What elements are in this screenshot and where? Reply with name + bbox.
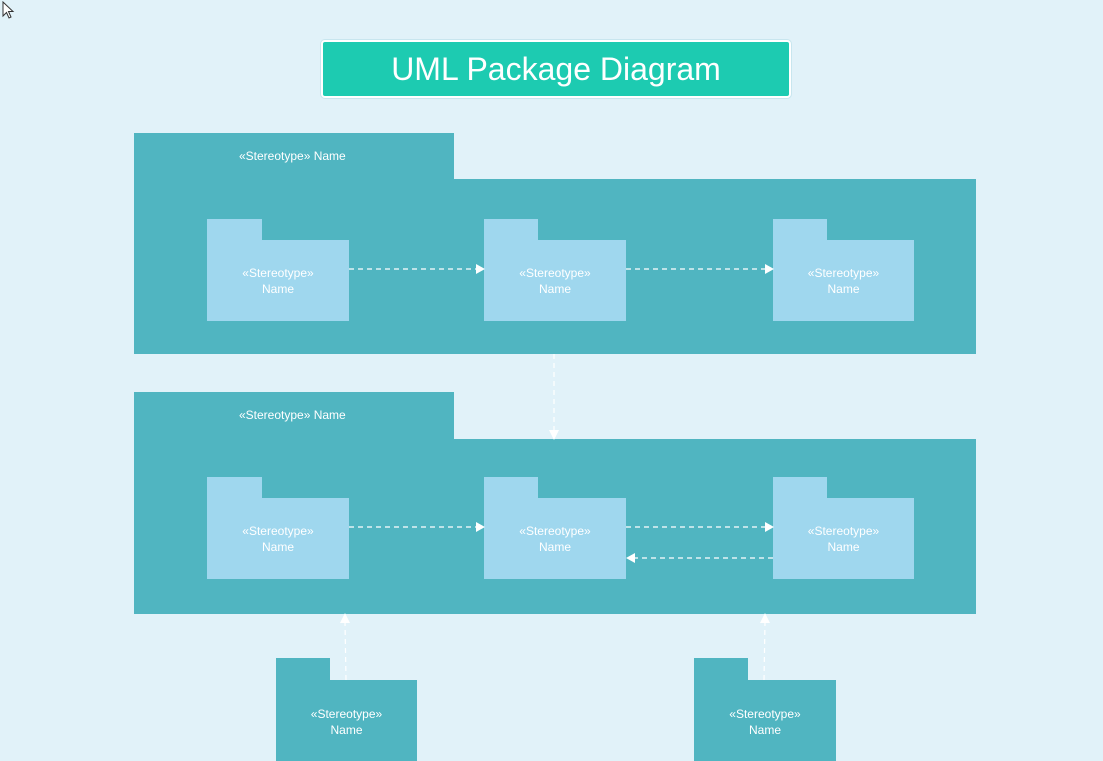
package-stereotype: «Stereotype» [242,523,314,538]
package-tab [276,658,330,681]
package-tab [773,477,827,499]
mouse-cursor-icon [2,1,15,19]
package-body: «Stereotype» Name [773,498,914,579]
container-label: «Stereotype» Name [239,408,346,422]
package-body: «Stereotype» Name [207,498,349,579]
package-body: «Stereotype» Name [276,680,417,761]
package-tab [207,477,262,499]
package-name: Name [827,539,860,554]
package-stereotype: «Stereotype» [519,523,591,538]
package-name: Name [827,281,860,296]
package-body: «Stereotype» Name [207,240,349,321]
package-tab [694,658,748,681]
package-body: «Stereotype» Name [484,240,626,321]
package-stereotype: «Stereotype» [310,707,383,721]
package-body: «Stereotype» Name [484,498,626,579]
package-stereotype: «Stereotype» [807,265,880,280]
package-stereotype: «Stereotype» [519,265,591,280]
container-tab [134,133,454,180]
package-body: «Stereotype» Name [773,240,914,321]
package-name: Name [261,281,294,296]
package-name: Name [330,723,363,737]
container-tab [134,392,454,440]
package-name: Name [538,539,571,554]
container-label: «Stereotype» Name [239,149,346,163]
package-tab [484,219,538,241]
package-name: Name [538,281,571,296]
package-tab [773,219,827,241]
package-stereotype: «Stereotype» [729,707,801,721]
package-name: Name [261,539,294,554]
package-tab [484,477,538,499]
package-tab [207,219,262,241]
dependency-arrow[interactable] [344,621,347,681]
dependency-arrow[interactable] [763,621,766,681]
arrowhead-icon [340,613,350,623]
package-body: «Stereotype» Name [694,680,836,761]
package-stereotype: «Stereotype» [807,523,880,538]
arrowhead-icon [760,613,770,623]
diagram-title[interactable]: UML Package Diagram [321,40,791,98]
dependency-edges [340,264,774,681]
package-name: Name [748,723,781,737]
package-stereotype: «Stereotype» [242,265,314,280]
